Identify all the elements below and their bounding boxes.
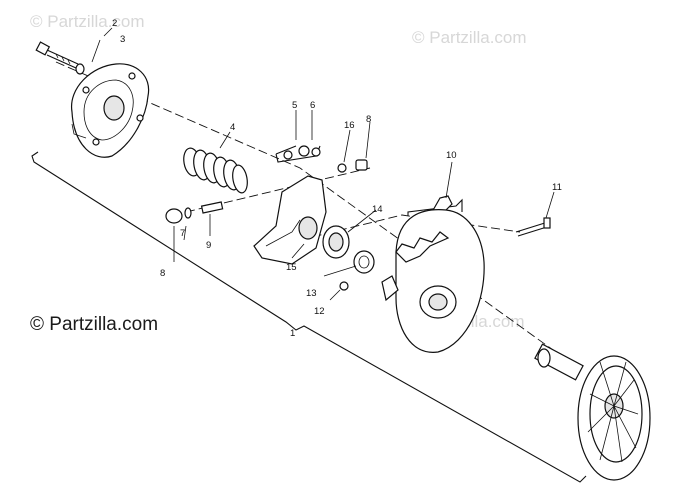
bolt-part [35, 41, 79, 69]
callout-10: 10 [446, 150, 457, 161]
watermark-top-right: © Partzilla.com [412, 28, 527, 47]
seal-part [353, 250, 375, 274]
spider-bracket [253, 175, 327, 265]
bushing-part [322, 225, 350, 259]
button-part-left [165, 208, 183, 224]
nut-part-12 [339, 281, 349, 291]
callout-7: 7 [180, 228, 185, 239]
washer-part-6 [298, 145, 310, 157]
callout-9: 9 [206, 240, 211, 251]
callout-16: 16 [344, 120, 355, 131]
bolt-axis-line [299, 214, 521, 241]
callout-4: 4 [230, 122, 235, 133]
callout-2: 2 [112, 18, 117, 29]
callout-8-top: 8 [366, 114, 371, 125]
pin-part [200, 201, 224, 214]
callout-13: 13 [306, 288, 317, 299]
main-axis-line [55, 61, 561, 356]
assembly-bracket [31, 151, 587, 483]
button-part-top [355, 159, 368, 171]
callout-12: 12 [314, 306, 325, 317]
lock-nut-part [337, 163, 347, 173]
clip-part [184, 207, 192, 219]
callout-6: 6 [310, 100, 315, 111]
callout-1: 1 [290, 328, 295, 339]
long-bolt-part [515, 217, 551, 237]
shaft-fan-assembly [534, 343, 651, 481]
watermark-top-left: © Partzilla.com [30, 12, 145, 31]
callout-5: 5 [292, 100, 297, 111]
callout-8-left: 8 [160, 268, 165, 279]
spring-part [183, 147, 248, 194]
nut-part [283, 150, 293, 160]
nut-part-6 [311, 147, 321, 157]
clutch-housing [381, 209, 485, 353]
callout-15: 15 [286, 262, 297, 273]
callout-3: 3 [120, 34, 125, 45]
watermark-main: © Partzilla.com [30, 314, 159, 335]
washer-part [75, 63, 85, 75]
callout-11: 11 [552, 182, 562, 193]
movable-sheave-cover [71, 63, 150, 158]
callout-14: 14 [372, 204, 383, 215]
part-10-bracket [407, 198, 463, 216]
